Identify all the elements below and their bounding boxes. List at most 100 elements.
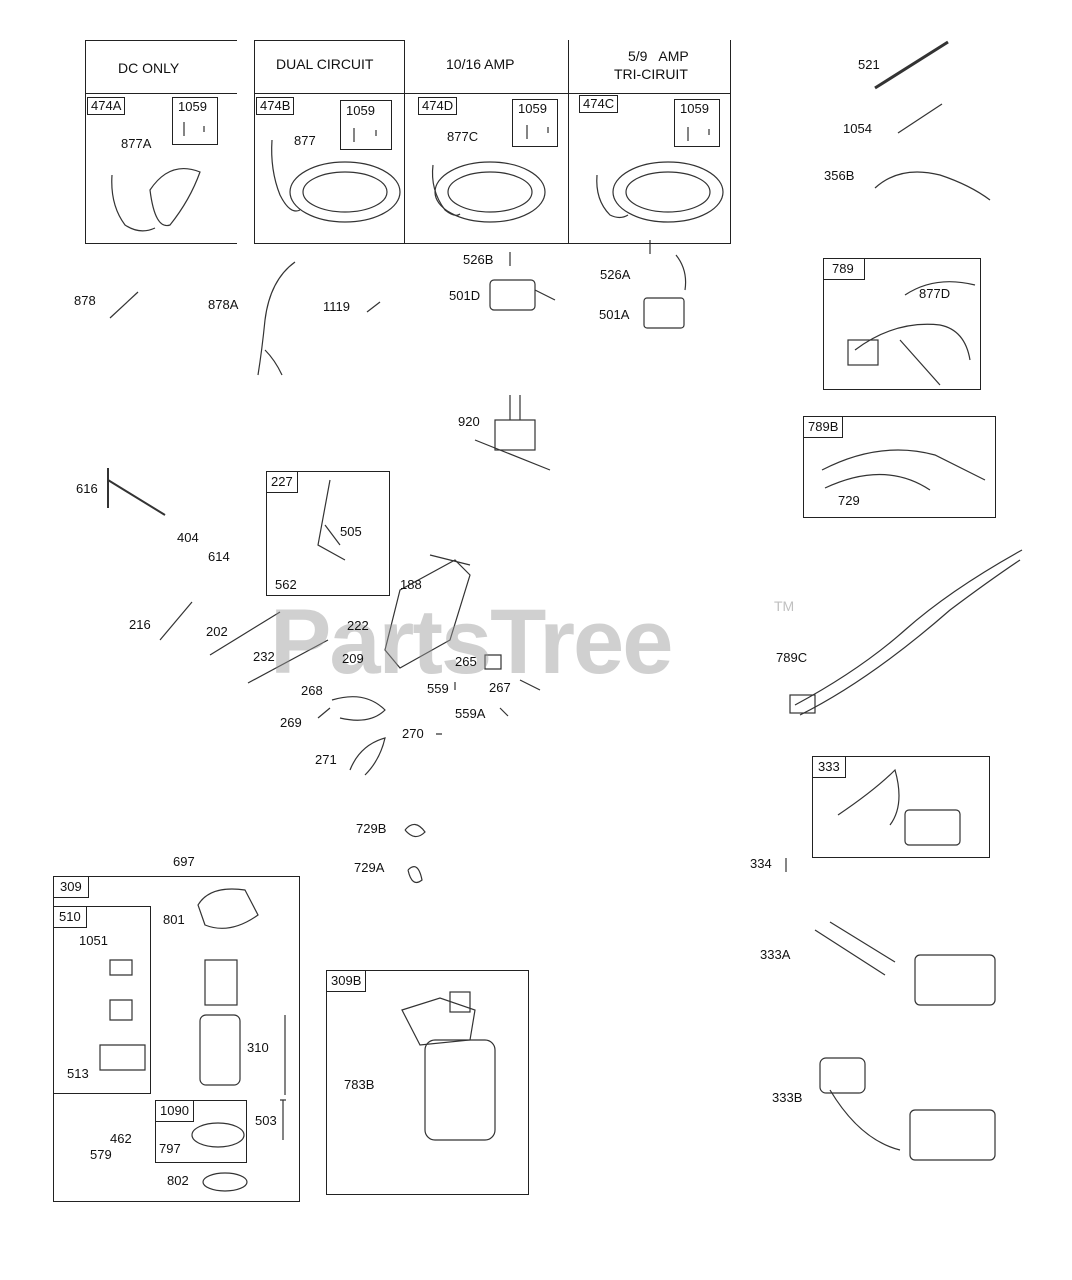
box-1059-d bbox=[674, 99, 720, 147]
part-333B: 333B bbox=[772, 1090, 803, 1105]
part-729A: 729A bbox=[354, 860, 385, 875]
part-877C: 877C bbox=[447, 129, 479, 144]
box-789 bbox=[823, 258, 981, 390]
part-265: 265 bbox=[455, 654, 477, 669]
header-dual-circuit: DUAL CIRCUIT bbox=[276, 56, 374, 72]
part-559A: 559A bbox=[455, 706, 486, 721]
tag-474B: 474B bbox=[256, 97, 295, 115]
wire-1054-art bbox=[897, 103, 943, 134]
box-474B bbox=[254, 40, 405, 244]
part-501A: 501A bbox=[599, 307, 630, 322]
part-270: 270 bbox=[402, 726, 424, 741]
starter-motor-art bbox=[401, 991, 496, 1141]
part-729: 729 bbox=[838, 493, 860, 508]
part-801: 801 bbox=[163, 912, 185, 927]
part-216: 216 bbox=[129, 617, 151, 632]
header-tri-circuit: TRI-CIRUIT bbox=[614, 66, 688, 82]
part-526B: 526B bbox=[463, 252, 494, 267]
box-474A bbox=[85, 40, 237, 244]
spring-268-art bbox=[331, 696, 386, 721]
part-202: 202 bbox=[206, 624, 228, 639]
part-333A: 333A bbox=[760, 947, 791, 962]
stator-474B-art bbox=[271, 139, 401, 223]
clip-878-art bbox=[109, 291, 139, 319]
harness-789-art bbox=[854, 281, 976, 386]
tag-1059-a: 1059 bbox=[178, 99, 207, 114]
housing-801-art bbox=[197, 888, 259, 929]
part-797: 797 bbox=[159, 1141, 181, 1156]
clip-269-art bbox=[317, 707, 331, 719]
bracket-222-art bbox=[384, 559, 471, 669]
plate-797-art bbox=[191, 1122, 245, 1148]
stator-474A-art bbox=[111, 168, 201, 232]
box-474C bbox=[569, 40, 731, 244]
armature-art bbox=[204, 959, 238, 1006]
tag-309B: 309B bbox=[326, 970, 367, 992]
box-309B bbox=[326, 970, 529, 1195]
harness-789C-art bbox=[794, 549, 1023, 716]
tag-309: 309 bbox=[53, 876, 89, 898]
tag-1059-b: 1059 bbox=[346, 103, 375, 118]
ignition-333A-art bbox=[814, 921, 996, 1006]
tag-1090: 1090 bbox=[155, 1100, 194, 1122]
wire-356B-art bbox=[874, 171, 991, 201]
clip-729A-art bbox=[407, 866, 423, 883]
box-1059-a bbox=[172, 97, 218, 145]
regulator-501A-art bbox=[643, 297, 685, 329]
lever-227-art bbox=[317, 479, 346, 561]
link-202-art bbox=[209, 611, 281, 656]
tag-227: 227 bbox=[266, 471, 298, 493]
box-474A-divider bbox=[85, 93, 237, 94]
harness-789B-art bbox=[821, 449, 986, 491]
tag-789B: 789B bbox=[803, 416, 844, 438]
part-802: 802 bbox=[167, 1173, 189, 1188]
header-5-9-amp: 5/9 AMP bbox=[628, 48, 689, 64]
harness-878A-art bbox=[257, 261, 296, 376]
tag-333: 333 bbox=[812, 756, 846, 778]
part-920: 920 bbox=[458, 414, 480, 429]
tag-789: 789 bbox=[823, 258, 865, 280]
part-562: 562 bbox=[275, 577, 297, 592]
box-510 bbox=[53, 906, 151, 1094]
screw-1119-art bbox=[366, 301, 381, 313]
part-1051: 1051 bbox=[79, 933, 108, 948]
box-1090 bbox=[155, 1100, 247, 1163]
box-333 bbox=[812, 756, 990, 858]
part-1119: 1119 bbox=[323, 299, 350, 314]
regulator-501D-art bbox=[489, 279, 536, 311]
trademark-mark: TM bbox=[774, 598, 795, 614]
screw-art bbox=[183, 122, 710, 142]
part-521: 521 bbox=[858, 57, 880, 72]
part-783B: 783B bbox=[344, 1077, 375, 1092]
rod-521-art bbox=[874, 40, 949, 90]
solenoid-920-art bbox=[474, 395, 551, 471]
box-474D bbox=[405, 40, 569, 244]
tag-474D: 474D bbox=[418, 97, 458, 115]
part-222: 222 bbox=[347, 618, 369, 633]
part-501D: 501D bbox=[449, 288, 481, 303]
ignition-333-art bbox=[837, 768, 961, 846]
part-878A: 878A bbox=[208, 297, 239, 312]
box-1059-c bbox=[512, 99, 558, 147]
part-267: 267 bbox=[489, 680, 511, 695]
stator-474D-art bbox=[431, 161, 546, 223]
part-878: 878 bbox=[74, 293, 96, 308]
part-559: 559 bbox=[427, 681, 449, 696]
tag-1059-c: 1059 bbox=[518, 101, 547, 116]
part-729B: 729B bbox=[356, 821, 387, 836]
header-10-16-amp: 10/16 AMP bbox=[446, 56, 515, 72]
bolt-503-art bbox=[280, 1099, 286, 1140]
part-616: 616 bbox=[76, 481, 98, 496]
spring-216-art bbox=[159, 601, 193, 641]
box-1059-b bbox=[340, 100, 392, 150]
part-232: 232 bbox=[253, 649, 275, 664]
part-356B: 356B bbox=[824, 168, 855, 183]
part-269: 269 bbox=[280, 715, 302, 730]
part-209: 209 bbox=[342, 651, 364, 666]
part-404: 404 bbox=[177, 530, 199, 545]
cable-232-art bbox=[247, 639, 329, 684]
part-877A: 877A bbox=[121, 136, 152, 151]
part-614: 614 bbox=[208, 549, 230, 564]
